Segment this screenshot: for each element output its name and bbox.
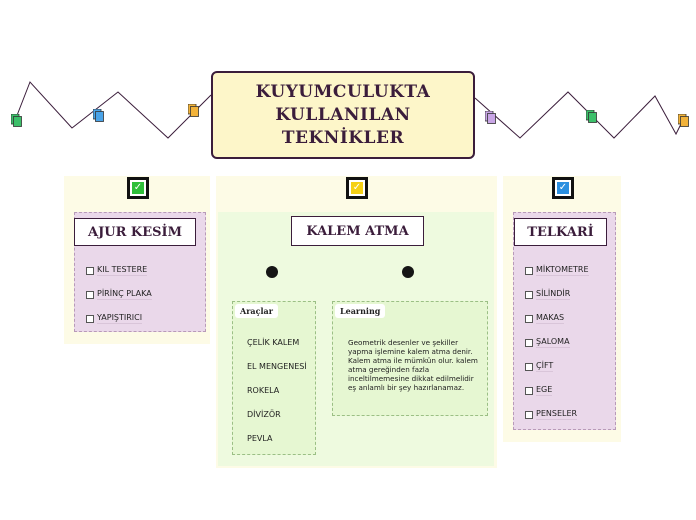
list-item-label: YAPIŞTIRICI	[97, 313, 143, 324]
araclar-box	[232, 301, 316, 455]
checkbox-icon	[86, 290, 94, 299]
checkbox-icon	[525, 290, 533, 299]
telkari-label: TELKARİ	[527, 224, 594, 240]
branch-dot	[402, 266, 414, 278]
ajur-kesim-label: AJUR KESİM	[88, 224, 182, 240]
learning-box	[332, 301, 488, 416]
list-item-label: KIL TESTERE	[97, 265, 148, 276]
list-item[interactable]: ÇELİK KALEM	[247, 338, 300, 347]
yellow-check-icon[interactable]: ✓	[346, 177, 368, 199]
purple-note-icon	[484, 109, 496, 128]
orange-note-icon	[187, 102, 199, 121]
telkari-node[interactable]: TELKARİ	[514, 218, 607, 246]
list-item[interactable]: SİLİNDİR	[525, 289, 571, 300]
central-topic[interactable]: KUYUMCULUKTA KULLANILAN TEKNİKLER	[211, 71, 475, 159]
green-note-icon	[10, 112, 22, 131]
list-item-label: ÇİFT	[536, 361, 554, 372]
list-item-label: EGE	[536, 385, 553, 396]
list-item-label: PİRİNÇ PLAKA	[97, 289, 152, 300]
checkbox-icon	[525, 386, 533, 395]
blue-check-icon[interactable]: ✓	[552, 177, 574, 199]
checkbox-icon	[86, 266, 94, 275]
list-item-label: MİKTOMETRE	[536, 265, 589, 276]
araclar-label[interactable]: Araçlar	[235, 304, 278, 318]
list-item[interactable]: PEVLA	[247, 434, 273, 443]
list-item[interactable]: DİVİZÖR	[247, 410, 281, 419]
list-item[interactable]: EGE	[525, 385, 553, 396]
orange-note-icon	[677, 112, 689, 131]
green-check-icon[interactable]: ✓	[127, 177, 149, 199]
checkbox-icon	[525, 314, 533, 323]
blue-note-icon	[92, 107, 104, 126]
list-item[interactable]: YAPIŞTIRICI	[86, 313, 143, 324]
kalem-atma-label: KALEM ATMA	[306, 223, 409, 239]
checkbox-icon	[525, 362, 533, 371]
list-item[interactable]: EL MENGENESİ	[247, 362, 307, 371]
central-topic-label: KUYUMCULUKTA KULLANILAN TEKNİKLER	[255, 81, 431, 148]
list-item[interactable]: MAKAS	[525, 313, 565, 324]
list-item-label: MAKAS	[536, 313, 565, 324]
ajur-kesim-node[interactable]: AJUR KESİM	[74, 218, 196, 246]
green-note-icon	[585, 108, 597, 127]
list-item[interactable]: ROKELA	[247, 386, 280, 395]
list-item[interactable]: ÇİFT	[525, 361, 554, 372]
learning-label[interactable]: Learning	[335, 304, 386, 318]
list-item[interactable]: KIL TESTERE	[86, 265, 148, 276]
branch-dot	[266, 266, 278, 278]
list-item[interactable]: PENSELER	[525, 409, 578, 420]
checkbox-icon	[86, 314, 94, 323]
list-item-label: ŞALOMA	[536, 337, 570, 348]
checkbox-icon	[525, 338, 533, 347]
list-item[interactable]: PİRİNÇ PLAKA	[86, 289, 152, 300]
list-item-label: PENSELER	[536, 409, 578, 420]
kalem-atma-node[interactable]: KALEM ATMA	[291, 216, 424, 246]
list-item-label: SİLİNDİR	[536, 289, 571, 300]
checkbox-icon	[525, 266, 533, 275]
checkbox-icon	[525, 410, 533, 419]
learning-text: Geometrik desenler ve şekiller yapma işl…	[348, 338, 478, 392]
list-item[interactable]: MİKTOMETRE	[525, 265, 589, 276]
list-item[interactable]: ŞALOMA	[525, 337, 570, 348]
